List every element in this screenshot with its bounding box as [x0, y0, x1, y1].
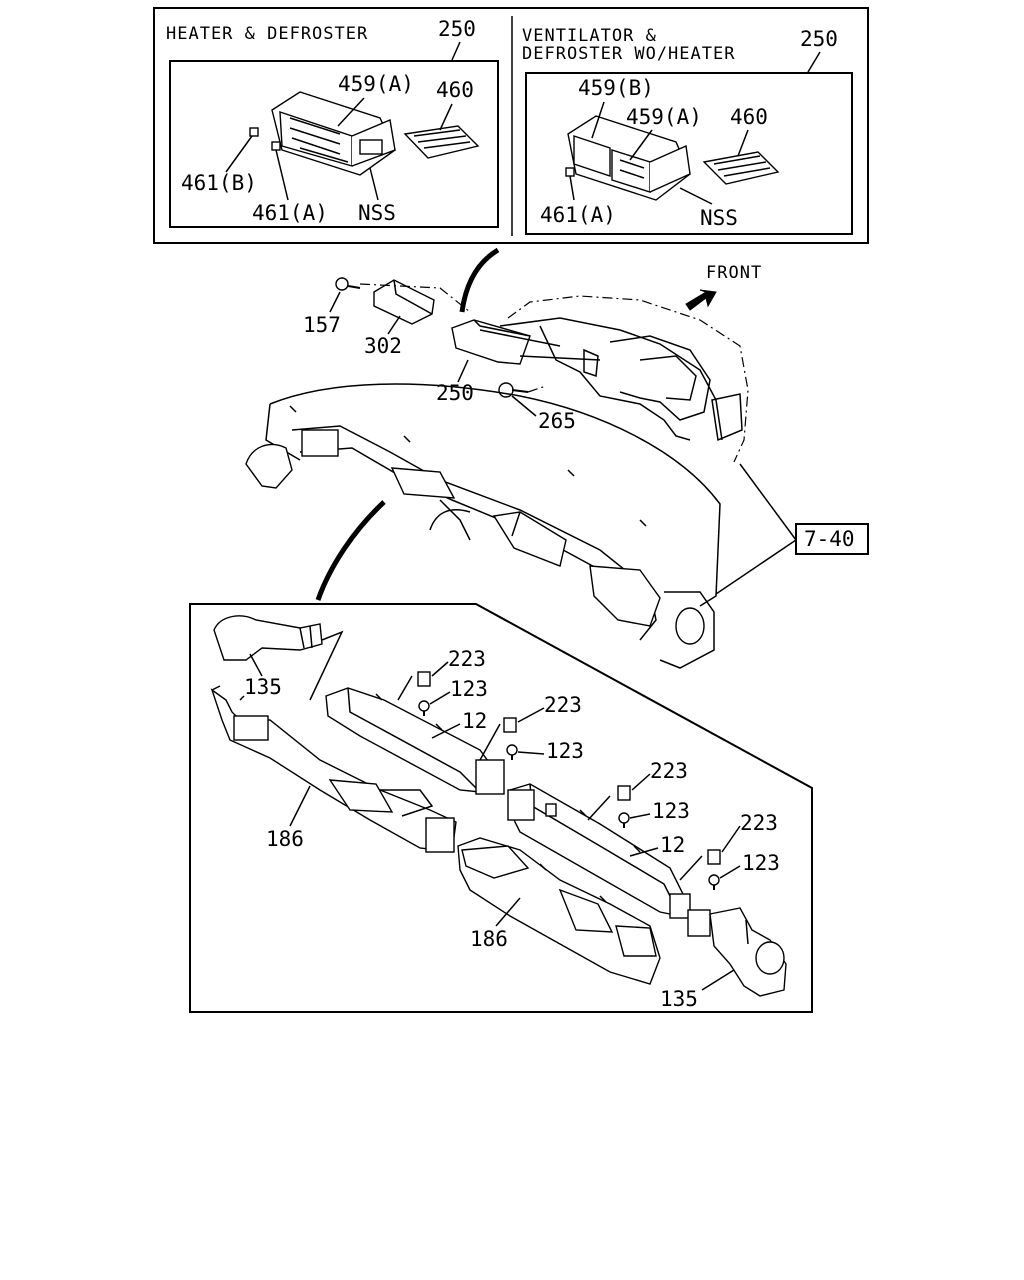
inset-panel: HEATER & DEFROSTER 250 459(A) 460 4: [153, 7, 869, 244]
screw-123-b-drawing: [506, 744, 518, 760]
detail-panel: 135 223 123 12 223: [189, 603, 813, 1013]
front-label: FRONT: [706, 263, 762, 283]
inset-ventilator-defroster: VENTILATOR & DEFROSTER WO/HEATER 250 459…: [522, 26, 853, 235]
inset-heater-defroster: HEATER & DEFROSTER 250 459(A) 460 4: [166, 17, 499, 228]
clip-223-a-drawing: [417, 671, 431, 687]
label-223-a: 223: [448, 647, 486, 671]
inset-outer-frame: [153, 7, 869, 244]
label-157: 157: [303, 313, 341, 337]
screw-265-drawing: [498, 382, 547, 398]
pointer-arc-bottom: [315, 500, 386, 601]
duct-12-upper-drawing: [325, 687, 505, 795]
heater-control-unit-drawing: [249, 91, 480, 176]
module-302-drawing: [359, 279, 471, 325]
instrument-panel-duct-drawing: [245, 383, 721, 669]
label-nss-right: NSS: [700, 206, 738, 230]
label-186-left: 186: [266, 827, 304, 851]
duct-186-left-drawing: [210, 685, 457, 853]
duct-135-right-drawing: [687, 907, 787, 997]
label-459a: 459(A): [338, 72, 414, 96]
main-assembly: FRONT: [245, 247, 869, 669]
label-461b: 461(B): [181, 171, 257, 195]
label-459b: 459(B): [578, 76, 654, 100]
inset-right-title-2: DEFROSTER WO/HEATER: [522, 44, 735, 64]
label-nss: NSS: [358, 201, 396, 225]
label-460-right: 460: [730, 105, 768, 129]
dashboard-frame-drawing: [499, 295, 749, 463]
label-123-c: 123: [652, 799, 690, 823]
label-123-a: 123: [450, 677, 488, 701]
front-arrow-icon: [685, 289, 717, 311]
ref-box-7-40: [795, 523, 869, 555]
label-302: 302: [364, 334, 402, 358]
ventilator-control-unit-drawing: [565, 115, 780, 201]
duct-135-left-drawing: [213, 615, 323, 661]
screw-123-a-drawing: [418, 700, 430, 716]
clip-223-c-drawing: [617, 785, 631, 801]
label-135-left: 135: [244, 675, 282, 699]
label-223-c: 223: [650, 759, 688, 783]
inset-left-box: [169, 60, 499, 228]
screw-123-c-drawing: [618, 812, 630, 828]
duct-186-right-drawing: [457, 837, 661, 985]
label-12-a: 12: [462, 709, 487, 733]
label-250: 250: [436, 381, 474, 405]
label-460: 460: [436, 78, 474, 102]
label-461a: 461(A): [252, 201, 328, 225]
detail-frame: [189, 603, 813, 1013]
label-223-d: 223: [740, 811, 778, 835]
label-186-right: 186: [470, 927, 508, 951]
ref-label-7-40: 7-40: [804, 527, 855, 551]
clip-223-d-drawing: [707, 849, 721, 865]
label-223-b: 223: [544, 693, 582, 717]
label-123-d: 123: [742, 851, 780, 875]
label-135-right: 135: [660, 987, 698, 1011]
control-unit-250-drawing: [451, 319, 601, 365]
label-459a-right: 459(A): [626, 105, 702, 129]
part-460-drawing: [702, 151, 780, 185]
duct-12-lower-drawing: [507, 783, 691, 919]
inset-left-ref: 250: [438, 17, 476, 41]
label-265: 265: [538, 409, 576, 433]
inset-right-title-1: VENTILATOR &: [522, 26, 657, 46]
label-461a-right: 461(A): [540, 203, 616, 227]
label-12-b: 12: [660, 833, 685, 857]
inset-right-box: [525, 72, 853, 235]
label-123-b: 123: [546, 739, 584, 763]
inset-right-ref: 250: [800, 27, 838, 51]
pointer-arc-top: [459, 247, 500, 313]
bolt-157-drawing: [335, 277, 361, 291]
clip-223-b-drawing: [503, 717, 517, 733]
inset-left-title: HEATER & DEFROSTER: [166, 24, 368, 44]
leader: [451, 41, 461, 61]
screw-123-d-drawing: [708, 874, 720, 890]
